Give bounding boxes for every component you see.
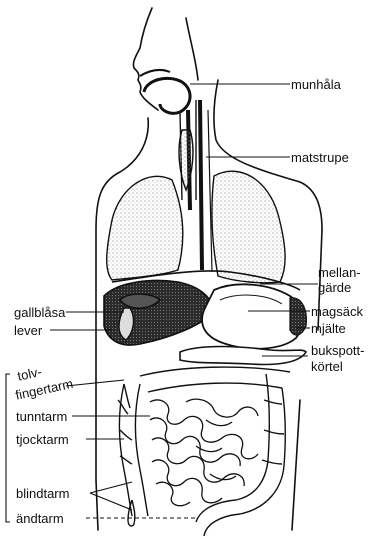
spleen-shape (290, 298, 306, 335)
label-gallblasa: gallblåsa (14, 305, 65, 320)
label-mellangarde-1: mellan- (318, 265, 361, 280)
stomach-shape (202, 284, 302, 348)
label-tjocktarm: tjocktarm (16, 432, 69, 447)
label-magsack: magsäck (311, 304, 363, 319)
large-intestine-shape (118, 367, 290, 536)
label-andtarm: ändtarm (16, 511, 64, 526)
label-tunntarm: tunntarm (16, 409, 67, 424)
label-bukspottkortel-2: körtel (311, 359, 343, 374)
small-intestine-shape (150, 399, 258, 506)
label-lever: lever (14, 323, 42, 338)
mouth-cavity-shape (140, 70, 190, 113)
label-bukspottkortel-1: bukspott- (311, 343, 364, 358)
label-mjalte: mjälte (311, 321, 346, 336)
label-mellangarde-2: gärde (318, 280, 351, 295)
trachea-esophagus-shape (179, 100, 212, 272)
label-matstrupe: matstrupe (291, 150, 349, 165)
label-munhala: munhåla (291, 77, 341, 92)
label-blindtarm: blindtarm (16, 486, 69, 501)
